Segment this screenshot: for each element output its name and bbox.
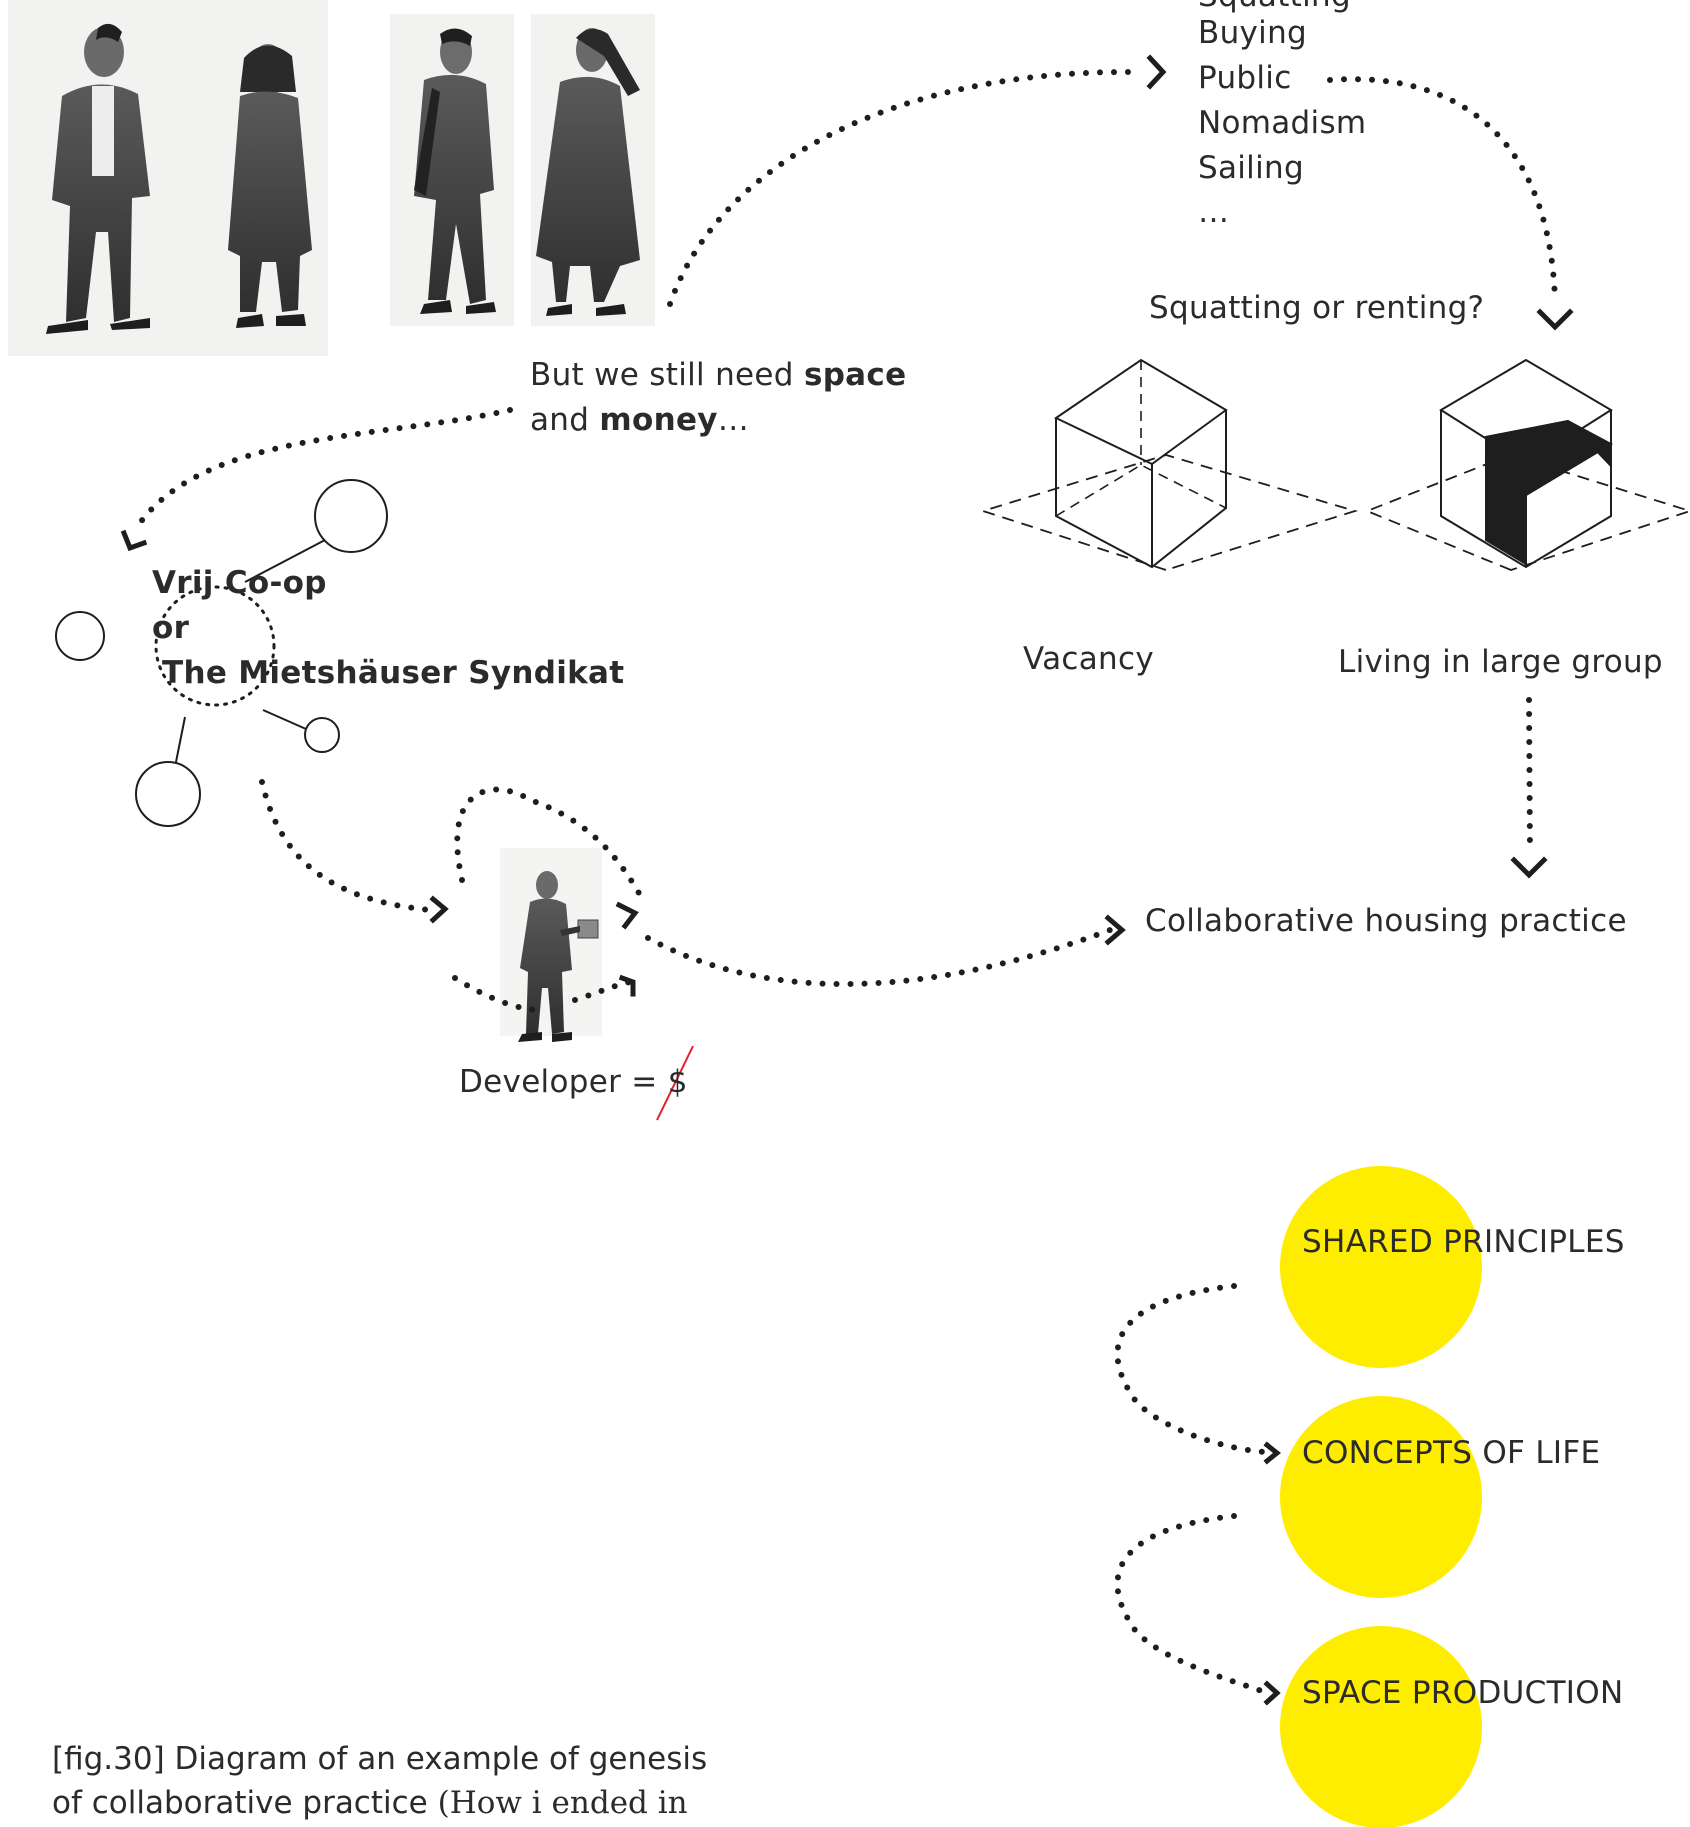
option-squatting-partial: Squatting (1198, 0, 1351, 15)
flow-arrowheads (120, 54, 1574, 1706)
strike-through-dollar (656, 1045, 694, 1121)
option-sailing: Sailing (1198, 150, 1304, 186)
label-living-in-large-group: Living in large group (1338, 644, 1663, 680)
principle-shared-principles: SHARED PRINCIPLES (1302, 1224, 1625, 1260)
cube-large-group-drawing (1364, 358, 1690, 571)
caption-line-2-text: of collaborative practice (52, 1785, 438, 1821)
need-space-line: But we still need space (530, 357, 906, 394)
label-vacancy: Vacancy (1023, 641, 1154, 677)
organisation-network (55, 479, 388, 827)
caption-line-1: [fig.30] Diagram of an example of genesi… (52, 1741, 708, 1777)
need-money-bold: money (599, 402, 718, 438)
need-ellipsis: … (717, 402, 750, 438)
question-squatting-or-renting: Squatting or renting? (1149, 290, 1485, 326)
walking-people-illustration (390, 14, 655, 326)
cube-vacancy-drawing (979, 358, 1359, 571)
principle-concepts-of-life: CONCEPTS OF LIFE (1302, 1435, 1601, 1471)
standing-people-illustration (8, 0, 328, 356)
developer-figure-illustration (500, 848, 602, 1042)
flow-connectors (132, 68, 1558, 1695)
org-mietshauser-syndikat: The Mietshäuser Syndikat (162, 655, 625, 691)
option-nomadism: Nomadism (1198, 105, 1367, 141)
yellow-circle-shared-principles (1280, 1166, 1482, 1368)
yellow-circle-space-production (1280, 1626, 1482, 1827)
principle-space-production: SPACE PRODUCTION (1302, 1675, 1624, 1711)
option-buying: Buying (1198, 15, 1307, 51)
yellow-circle-concepts-of-life (1280, 1396, 1482, 1598)
label-developer: Developer = $ (459, 1064, 688, 1101)
developer-text: Developer = (459, 1064, 668, 1100)
option-public: Public (1198, 60, 1292, 96)
caption-line-2: of collaborative practice (How i ended i… (52, 1781, 707, 1825)
need-and-text: and (530, 402, 600, 438)
org-or: or (152, 610, 190, 646)
label-collaborative-housing-practice: Collaborative housing practice (1145, 903, 1627, 939)
org-vrij-coop: Vrij Co-op (152, 565, 327, 601)
need-money-line: and money… (530, 402, 749, 439)
caption-line-2-serif: (How i ended in (437, 1785, 688, 1821)
figure-caption: [fig.30] Diagram of an example of genesi… (52, 1737, 707, 1825)
developer-dollar: $ (667, 1064, 688, 1100)
need-space-bold: space (803, 357, 907, 393)
need-plain-text: But we still need (530, 357, 804, 393)
option-more: … (1198, 194, 1230, 230)
